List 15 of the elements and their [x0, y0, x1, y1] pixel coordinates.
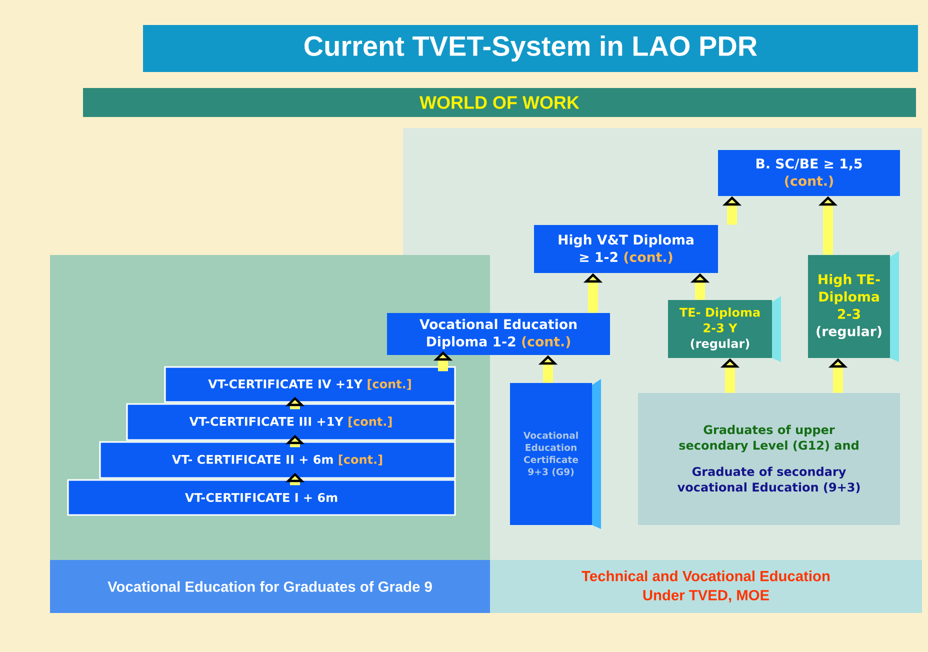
certificate-step: VT-CERTIFICATE IV +1Y [cont.] [164, 366, 456, 403]
certificate-step: VT-CERTIFICATE III +1Y [cont.] [126, 403, 456, 441]
certificate-book: Vocational Education Certificate 9+3 (G9) [510, 379, 601, 529]
certificate-step: VT- CERTIFICATE II + 6m [cont.] [99, 441, 456, 479]
diploma-box: High TE- Diploma 2-3 (regular) [808, 251, 899, 362]
certificate-step: VT-CERTIFICATE I + 6m [67, 479, 456, 516]
band: Vocational Education for Graduates of Grade 9 [50, 560, 490, 613]
title-banner: Current TVET-System in LAO PDR [143, 25, 918, 72]
diploma-box: Vocational Education Diploma 1-2 (cont.) [387, 313, 610, 355]
diploma-box: B. SC/BE ≥ 1,5 (cont.) [718, 150, 900, 196]
diploma-box: High V&T Diploma ≥ 1-2 (cont.) [534, 225, 718, 273]
band: Technical and Vocational Education Under TVED, MOE [490, 560, 922, 613]
banner: WORLD OF WORK [83, 88, 916, 117]
diploma-box: TE- Diploma 2-3 Y (regular) [668, 296, 781, 362]
entry-box: Graduates of upper secondary Level (G12) and Graduate of secondary vocational Education (9+3) [638, 393, 900, 525]
